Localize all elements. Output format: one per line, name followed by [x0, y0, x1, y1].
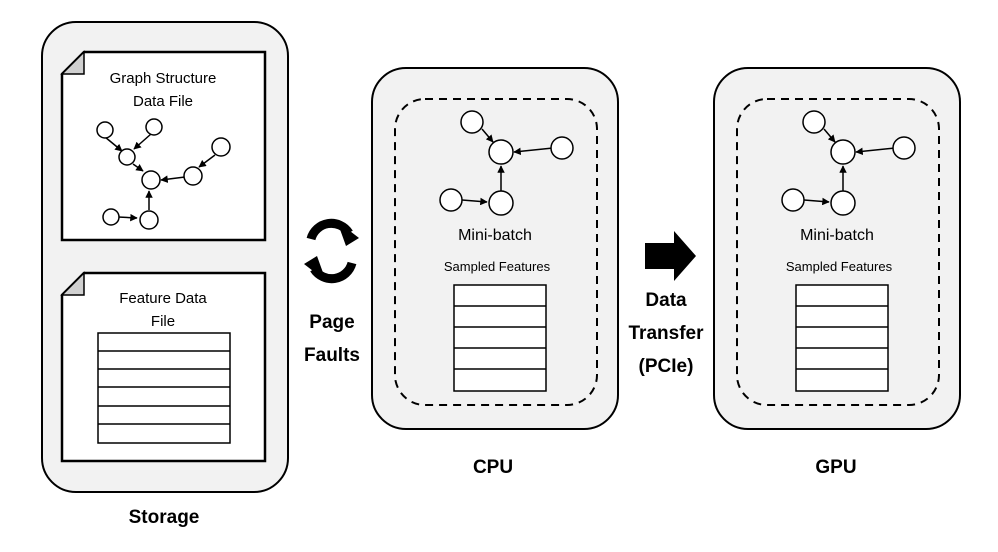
gpu-label: GPU [815, 457, 856, 478]
graph-file-title-line1: Graph Structure [110, 70, 217, 87]
right-arrow-icon [645, 231, 696, 281]
cpu-label: CPU [473, 457, 513, 478]
cpu-sampled-features-label: Sampled Features [444, 259, 551, 274]
gpu-sampled-features-table [795, 284, 889, 392]
storage-panel: Graph Structure Data File [41, 21, 289, 493]
feature-table [97, 332, 231, 444]
transfer-label-line2: Transfer [629, 323, 705, 344]
dog-ear-icon [60, 271, 85, 296]
gpu-minibatch-label: Mini-batch [800, 227, 874, 244]
cpu-panel: Mini-batch Sampled Features [371, 67, 619, 430]
feature-file-title-line2: File [151, 313, 175, 330]
cpu-minibatch-label: Mini-batch [458, 227, 532, 244]
cpu-minibatch-boundary [394, 98, 598, 406]
dog-ear-icon [60, 50, 85, 75]
feature-data-file: Feature Data File [60, 271, 267, 463]
page-faults-label-line2: Faults [304, 345, 360, 366]
cpu-sampled-features-table [453, 284, 547, 392]
transfer-label-line3: (PCIe) [639, 356, 694, 377]
page-faults-label-line1: Page [309, 312, 354, 333]
feature-file-title-line1: Feature Data [119, 290, 207, 307]
graph-file-title-line2: Data File [133, 93, 193, 110]
gpu-minibatch-graph-icon [781, 110, 916, 216]
gpu-panel: Mini-batch Sampled Features [713, 67, 961, 430]
storage-graph-icon [96, 118, 231, 230]
storage-label: Storage [129, 507, 200, 528]
cpu-minibatch-graph-icon [439, 110, 574, 216]
gpu-minibatch-boundary [736, 98, 940, 406]
graph-structure-file: Graph Structure Data File [60, 50, 267, 242]
gpu-sampled-features-label: Sampled Features [786, 259, 893, 274]
transfer-label-line1: Data [645, 290, 687, 311]
cycle-arrows-icon [304, 218, 359, 284]
